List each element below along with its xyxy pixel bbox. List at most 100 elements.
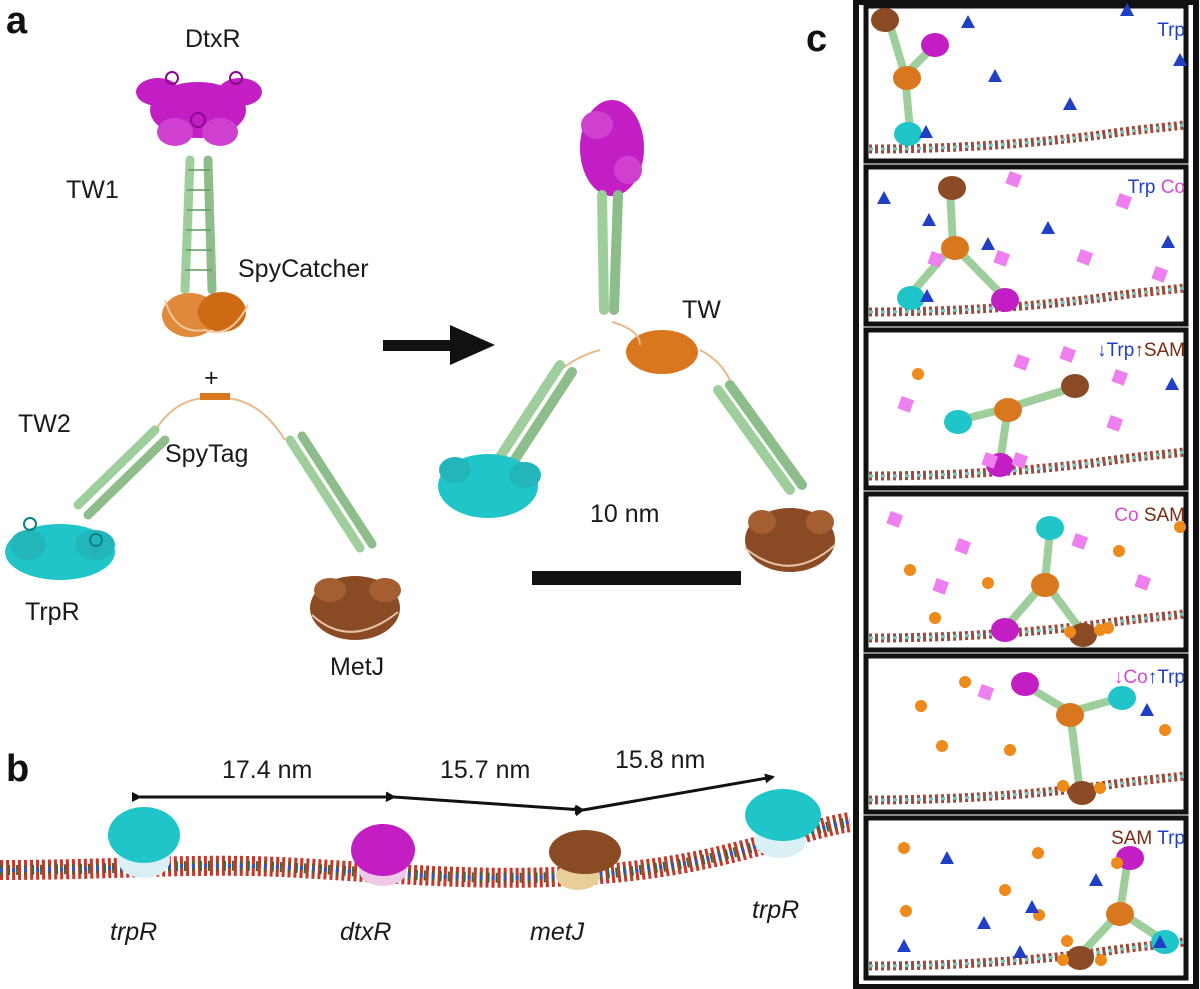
sam-ligand <box>915 700 927 712</box>
dtxr-domain <box>1011 672 1039 696</box>
co-ligand <box>1115 193 1133 210</box>
trp-ligand <box>1165 377 1179 390</box>
condition-segment: ↓Trp <box>1097 340 1135 361</box>
trpr-domain <box>1108 686 1136 710</box>
coiled-coil-tw1 <box>180 155 217 295</box>
co-ligand <box>1071 533 1089 550</box>
label-dtxr: DtxR <box>185 25 241 53</box>
sam-ligand <box>1174 521 1186 533</box>
co-ligand <box>932 578 950 595</box>
condition-segment: SAM <box>1111 828 1153 849</box>
co-ligand <box>954 538 972 555</box>
panel-letter-c: c <box>806 18 828 60</box>
condition-segment: SAM <box>1138 505 1185 526</box>
co-ligand <box>886 511 904 528</box>
gene-label-trpr-2: trpR <box>752 896 800 924</box>
trp-ligand <box>1089 873 1103 886</box>
label-tw: TW <box>682 296 721 324</box>
condition-label-6: SAM Trp <box>1111 828 1185 850</box>
sam-ligand <box>936 740 948 752</box>
dna-strand-c <box>868 450 1185 478</box>
label-tw1: TW1 <box>66 176 119 204</box>
dtxr-domain <box>991 618 1019 642</box>
sam-ligand <box>982 577 994 589</box>
condition-segment: ↓Co <box>1113 667 1148 688</box>
spy-core <box>994 398 1022 422</box>
dtxr-domain <box>921 33 949 57</box>
spy-core <box>941 236 969 260</box>
co-ligand <box>1059 346 1077 363</box>
coiled-coil-tw2-right <box>285 431 377 553</box>
sam-ligand <box>1094 782 1106 794</box>
sam-ligand <box>1032 847 1044 859</box>
condition-label-3: ↓Trp↑SAM <box>1097 340 1185 362</box>
metj-domain <box>938 176 966 200</box>
trpr-domain <box>894 122 922 146</box>
trpr-binding-site-1 <box>108 807 180 878</box>
panel-letter-b: b <box>6 748 30 790</box>
condition-segment: Trp <box>1157 20 1185 41</box>
co-ligand <box>927 251 945 268</box>
condition-segment: Trp <box>1127 177 1156 198</box>
trpr-domain-tw <box>438 454 541 518</box>
metj-domain <box>1066 946 1094 970</box>
spy-core <box>1031 573 1059 597</box>
trp-ligand <box>1013 945 1027 958</box>
gene-label-metj: metJ <box>530 918 585 946</box>
trpr-domain <box>944 410 972 434</box>
co-ligand <box>1013 354 1031 371</box>
dtxr-domain <box>991 288 1019 312</box>
distance-arrow-3 <box>574 773 775 817</box>
dna-strand-c <box>868 123 1185 151</box>
trp-ligand <box>919 125 933 138</box>
label-metj: MetJ <box>330 653 385 681</box>
scale-bar <box>532 571 741 585</box>
spy-core-tw <box>559 321 731 381</box>
label-trpr: TrpR <box>25 598 80 626</box>
distance-label-2: 15.7 nm <box>440 756 531 784</box>
label-scale: 10 nm <box>590 500 660 528</box>
label-spycatcher: SpyCatcher <box>238 255 369 283</box>
trp-ligand <box>920 289 934 302</box>
spycatcher-domain <box>162 292 249 337</box>
sam-ligand <box>999 884 1011 896</box>
co-ligand <box>1134 574 1152 591</box>
trpr-domain <box>1151 930 1179 954</box>
co-ligand <box>977 684 995 701</box>
trp-ligand <box>981 237 995 250</box>
metj-domain-tw <box>744 508 836 572</box>
dtxr-domain-tw1 <box>136 71 262 146</box>
dtxr-domain-tw <box>580 100 644 196</box>
label-tw2: TW2 <box>18 410 71 438</box>
co-ligand <box>1151 266 1169 283</box>
metj-domain <box>1069 623 1097 647</box>
spy-core <box>893 66 921 90</box>
condition-box <box>863 815 1189 981</box>
trp-ligand <box>940 851 954 864</box>
trp-ligand <box>877 191 891 204</box>
trp-ligand <box>1063 97 1077 110</box>
sam-ligand <box>1064 626 1076 638</box>
panel-letter-a: a <box>6 0 28 42</box>
trp-ligand <box>922 213 936 226</box>
label-plus: + <box>204 364 219 392</box>
dtxr-binding-site <box>351 824 415 886</box>
sam-ligand <box>1057 780 1069 792</box>
assembly-arrow <box>383 325 495 365</box>
spy-core <box>1056 703 1084 727</box>
metj-domain <box>871 8 899 32</box>
condition-segment: ↑SAM <box>1134 340 1185 361</box>
trp-ligand <box>1153 935 1167 948</box>
co-ligand <box>993 250 1011 267</box>
metj-domain-tw2 <box>310 576 401 640</box>
distance-label-1: 17.4 nm <box>222 756 313 784</box>
sam-ligand <box>1095 954 1107 966</box>
sam-ligand <box>1004 744 1016 756</box>
sam-ligand <box>904 564 916 576</box>
trpr-domain <box>1036 516 1064 540</box>
dna-strand-c <box>868 286 1185 314</box>
sam-ligand <box>1057 954 1069 966</box>
trp-ligand <box>1041 221 1055 234</box>
label-spytag: SpyTag <box>165 440 249 468</box>
metj-binding-site <box>549 830 621 890</box>
